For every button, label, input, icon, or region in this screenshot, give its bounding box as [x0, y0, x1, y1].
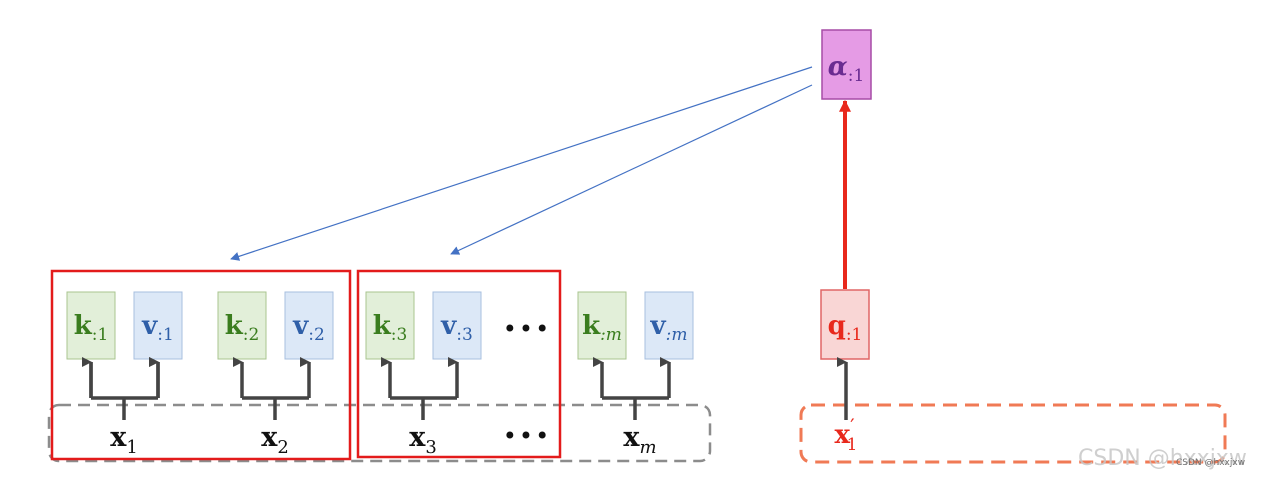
branch-connector-m — [593, 357, 671, 420]
value-sub: :m — [666, 325, 688, 345]
value-main: v — [440, 311, 457, 341]
key-sub: :m — [600, 325, 622, 345]
value-main: v — [141, 311, 158, 341]
key-main: k — [582, 311, 601, 341]
svg-text:v:1: v:1 — [141, 311, 174, 345]
svg-text:v:2: v:2 — [292, 311, 325, 345]
input-label-2: x2 — [261, 422, 289, 458]
value-sub: :3 — [456, 325, 473, 345]
key-sub: :1 — [92, 325, 109, 345]
query-box: q:1 — [820, 289, 870, 360]
key-box-2: k:2 — [217, 291, 267, 360]
value-main: v — [650, 311, 667, 341]
svg-text:v:m: v:m — [650, 311, 688, 345]
value-box-2: v:2 — [284, 291, 334, 360]
group-box-1 — [50, 269, 352, 461]
alpha-to-group-2-arrow — [450, 84, 813, 255]
svg-text:k:m: k:m — [582, 311, 622, 345]
input-sequence-dashed-box — [47, 403, 712, 463]
alpha-sub: :1 — [848, 66, 865, 86]
ellipsis-bottom: ••• — [503, 422, 551, 450]
branch-connector-3 — [381, 357, 459, 420]
svg-text:q:1: q:1 — [828, 311, 863, 345]
key-main: k — [74, 311, 93, 341]
key-box-1: k:1 — [66, 291, 116, 360]
alpha-main: α — [828, 52, 848, 82]
value-box-1: v:1 — [133, 291, 183, 360]
key-box-3: k:3 — [365, 291, 415, 360]
query-main: q — [828, 311, 846, 341]
value-sub: :1 — [157, 325, 174, 345]
svg-text:v:3: v:3 — [440, 311, 473, 345]
watermark-small: CSDN @hxxjxw — [1176, 458, 1245, 468]
value-box-3: v:3 — [432, 291, 482, 360]
branch-connector-1 — [82, 362, 158, 420]
svg-text:k:2: k:2 — [225, 311, 260, 345]
input-label-1: x1 — [110, 422, 138, 458]
branch-connector-2 — [233, 357, 311, 420]
key-box-m: k:m — [577, 291, 627, 360]
query-input-label: x′1 — [835, 414, 858, 455]
ellipsis-top: ••• — [503, 315, 551, 343]
group-box-2 — [356, 269, 562, 459]
svg-text:k:1: k:1 — [74, 311, 109, 345]
input-label-m: xm — [623, 422, 656, 458]
value-box-m: v:m — [644, 291, 694, 360]
value-sub: :2 — [308, 325, 325, 345]
alpha-box: α:1 — [821, 29, 872, 100]
key-sub: :3 — [391, 325, 408, 345]
svg-text:α:1: α:1 — [828, 52, 865, 86]
key-main: k — [225, 311, 244, 341]
input-label-3: x3 — [409, 422, 437, 458]
query-input-dashed-box — [799, 403, 1227, 464]
query-sub: :1 — [846, 325, 863, 345]
key-sub: :2 — [243, 325, 260, 345]
svg-text:k:3: k:3 — [373, 311, 408, 345]
value-main: v — [292, 311, 309, 341]
alpha-to-group-1-arrow — [230, 66, 813, 261]
key-main: k — [373, 311, 392, 341]
watermark: CSDN @hxxjxw — [1078, 446, 1247, 471]
